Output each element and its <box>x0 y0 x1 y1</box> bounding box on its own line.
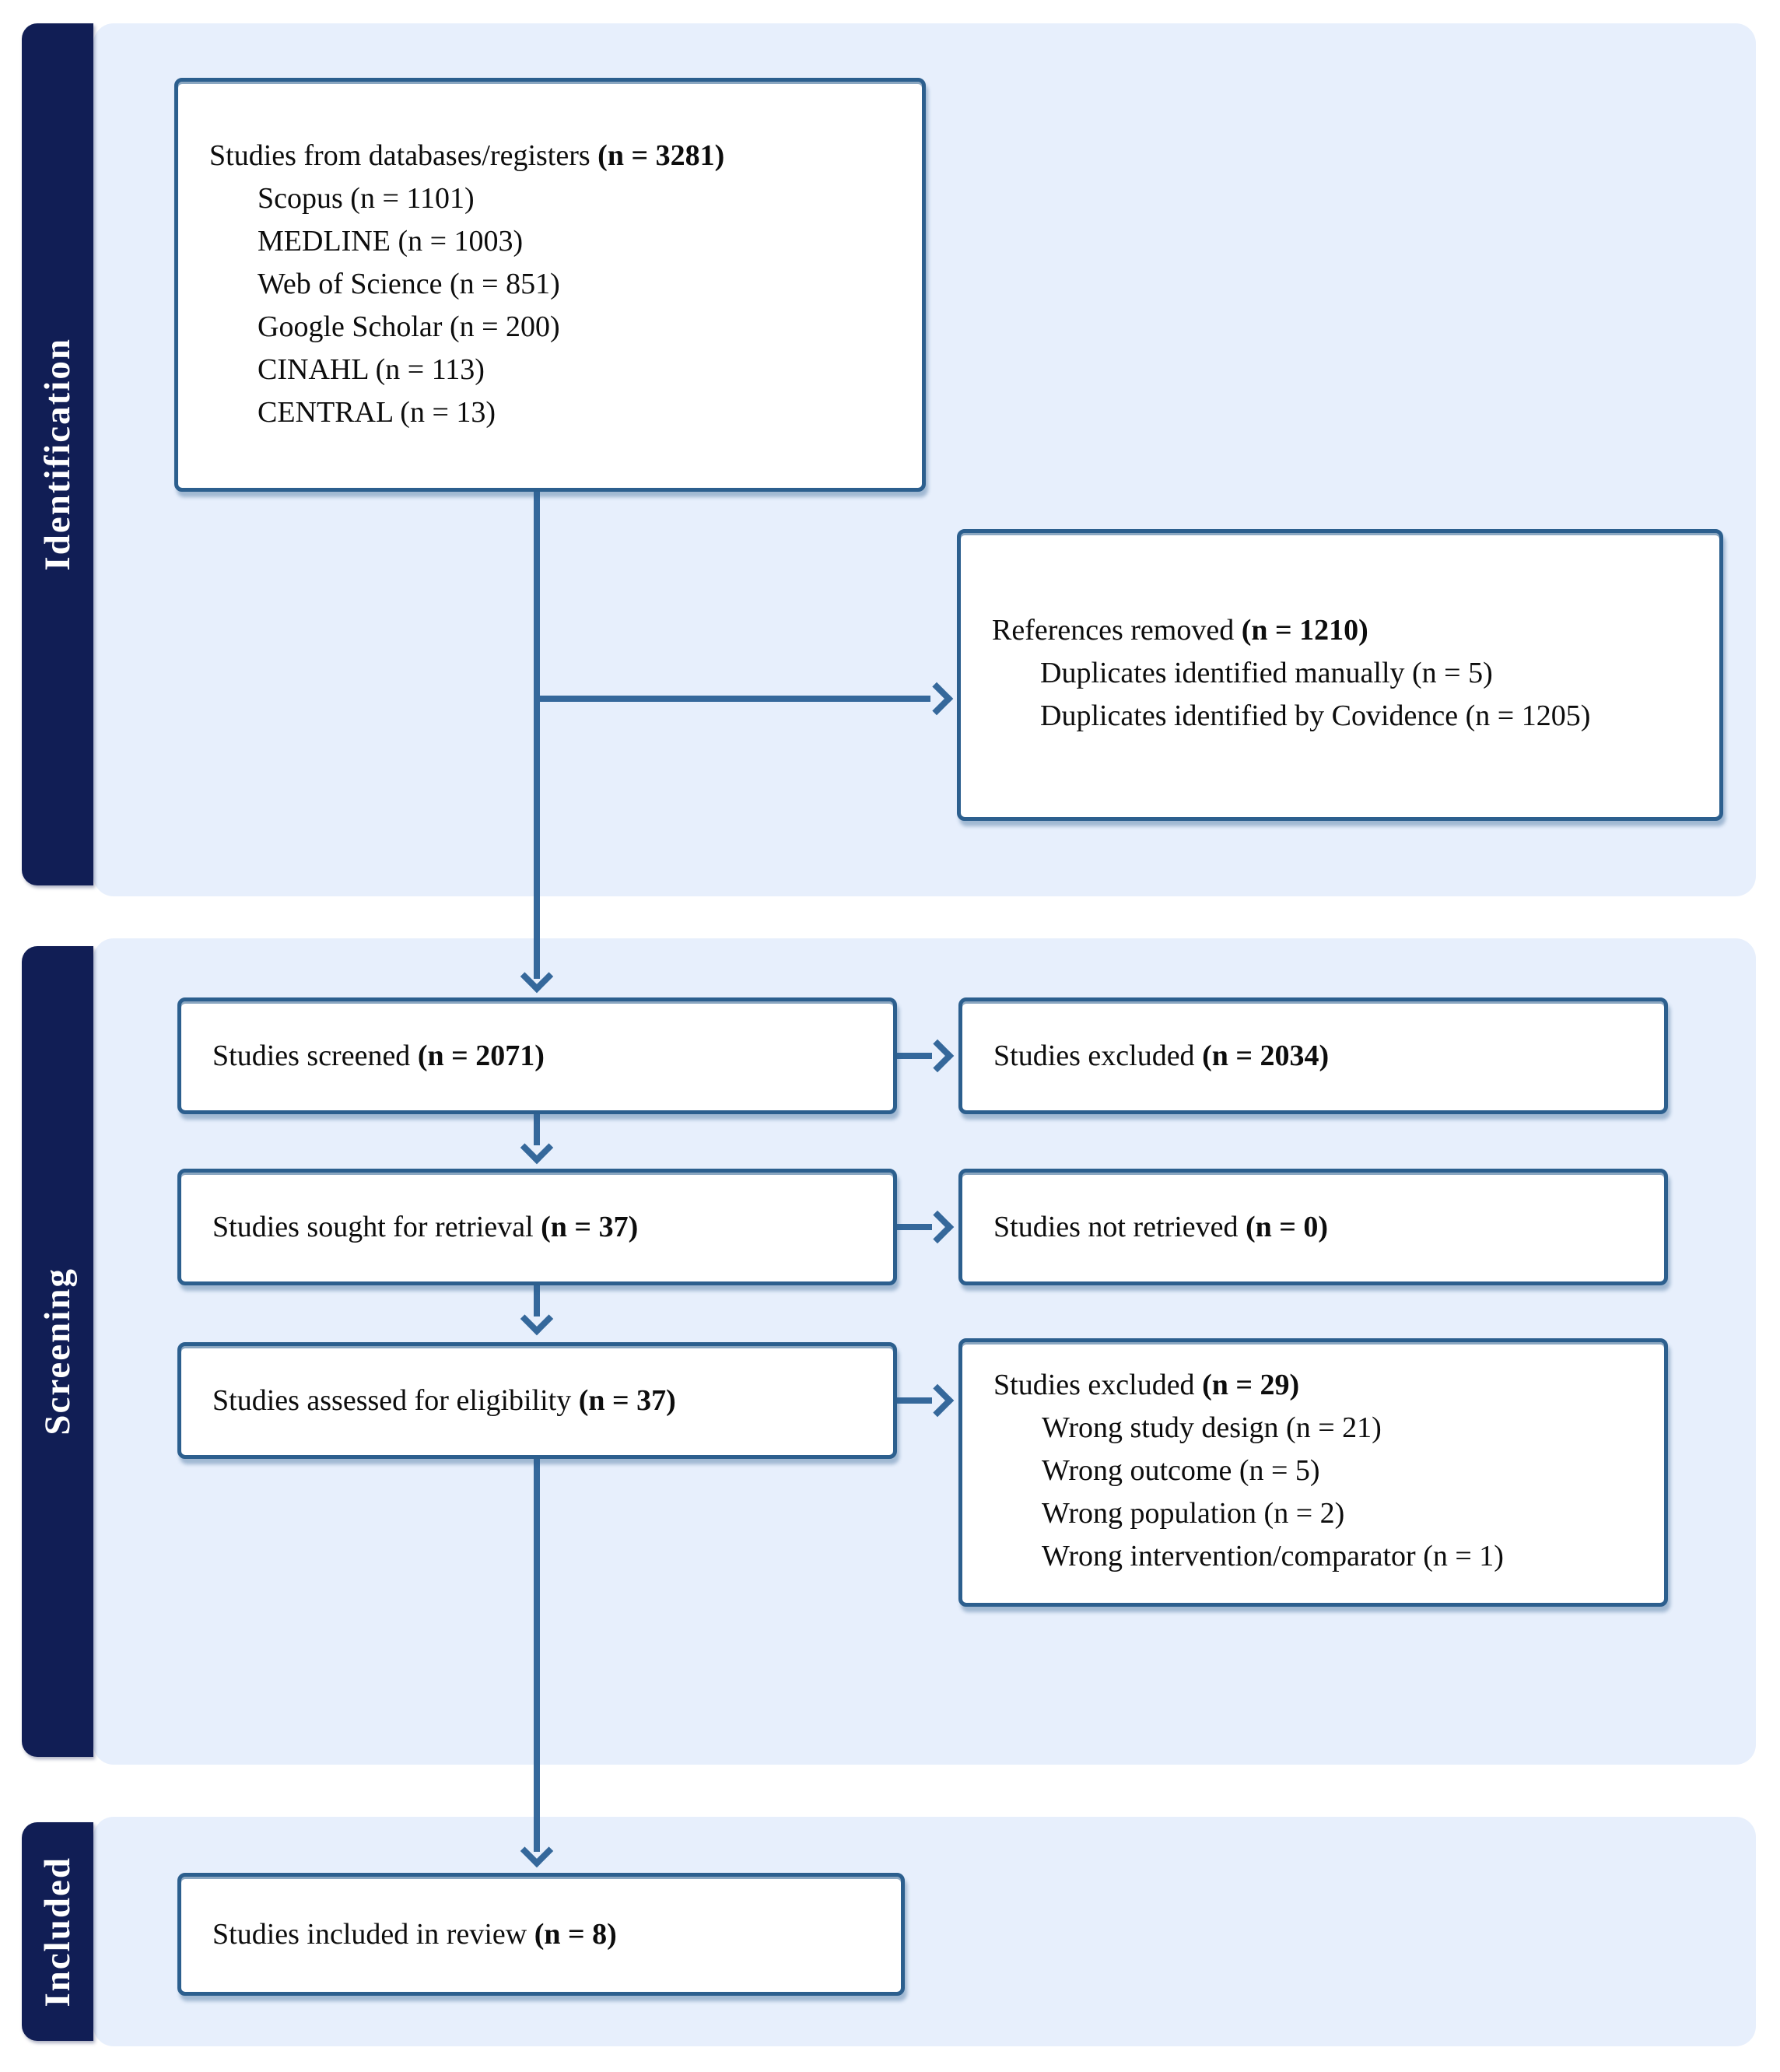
studies-sought-box: Studies sought for retrieval (n = 37) <box>177 1169 897 1285</box>
databases-registers-title: Studies from databases/registers (n = 32… <box>209 139 725 172</box>
arrow-sought-to-not-retrieved <box>895 1224 932 1230</box>
studies-included-box: Studies included in review (n = 8) <box>177 1873 905 1996</box>
studies-assessed-label: Studies assessed for eligibility (n = 37… <box>212 1383 676 1417</box>
references-removed-item: Duplicates identified by Covidence (n = … <box>1040 699 1591 732</box>
studies-screened-box: Studies screened (n = 2071) <box>177 997 897 1114</box>
studies-not-retrieved-label: Studies not retrieved (n = 0) <box>993 1210 1329 1243</box>
exclusion-reason-item: Wrong study design (n = 21) <box>1042 1411 1382 1444</box>
references-removed-title: References removed (n = 1210) <box>992 614 1368 647</box>
studies-excluded-eligibility-title: Studies excluded (n = 29) <box>993 1369 1300 1401</box>
exclusion-reason-item: Wrong population (n = 2) <box>1042 1497 1345 1530</box>
studies-assessed-box: Studies assessed for eligibility (n = 37… <box>177 1342 897 1459</box>
arrow-assessed-to-excluded-eligibility <box>895 1397 932 1404</box>
database-item: Scopus (n = 1101) <box>258 182 475 215</box>
database-item: Web of Science (n = 851) <box>258 268 560 300</box>
studies-sought-label: Studies sought for retrieval (n = 37) <box>212 1210 639 1243</box>
arrow-databases-to-screened <box>534 492 540 979</box>
exclusion-reason-item: Wrong outcome (n = 5) <box>1042 1454 1320 1487</box>
arrow-sought-to-assessed <box>534 1285 540 1316</box>
studies-screened-label: Studies screened (n = 2071) <box>212 1039 545 1072</box>
database-item: Google Scholar (n = 200) <box>258 310 560 343</box>
included-phase-tab: Included <box>22 1822 93 2041</box>
database-item: CENTRAL (n = 13) <box>258 396 496 429</box>
identification-phase-tab: Identification <box>22 23 93 885</box>
screening-phase-label: Screening <box>37 1267 78 1436</box>
exclusion-reason-item: Wrong intervention/comparator (n = 1) <box>1042 1540 1504 1572</box>
screening-phase-tab: Screening <box>22 946 93 1757</box>
arrow-screened-to-excluded <box>895 1053 932 1059</box>
references-removed-box: References removed (n = 1210) Duplicates… <box>957 529 1723 821</box>
arrow-branch-to-references-removed <box>534 696 930 702</box>
studies-not-retrieved-box: Studies not retrieved (n = 0) <box>958 1169 1668 1285</box>
arrow-screened-to-sought <box>534 1114 540 1145</box>
studies-included-label: Studies included in review (n = 8) <box>212 1917 617 1951</box>
databases-registers-box: Studies from databases/registers (n = 32… <box>174 78 926 492</box>
identification-phase-label: Identification <box>37 338 78 571</box>
database-item: CINAHL (n = 113) <box>258 353 485 386</box>
arrow-assessed-to-included <box>534 1459 540 1852</box>
studies-excluded-screening-label: Studies excluded (n = 2034) <box>993 1039 1330 1072</box>
database-item: MEDLINE (n = 1003) <box>258 225 524 258</box>
studies-excluded-screening-box: Studies excluded (n = 2034) <box>958 997 1668 1114</box>
studies-excluded-eligibility-box: Studies excluded (n = 29) Wrong study de… <box>958 1338 1668 1607</box>
references-removed-item: Duplicates identified manually (n = 5) <box>1040 657 1493 689</box>
included-phase-label: Included <box>37 1856 78 2007</box>
